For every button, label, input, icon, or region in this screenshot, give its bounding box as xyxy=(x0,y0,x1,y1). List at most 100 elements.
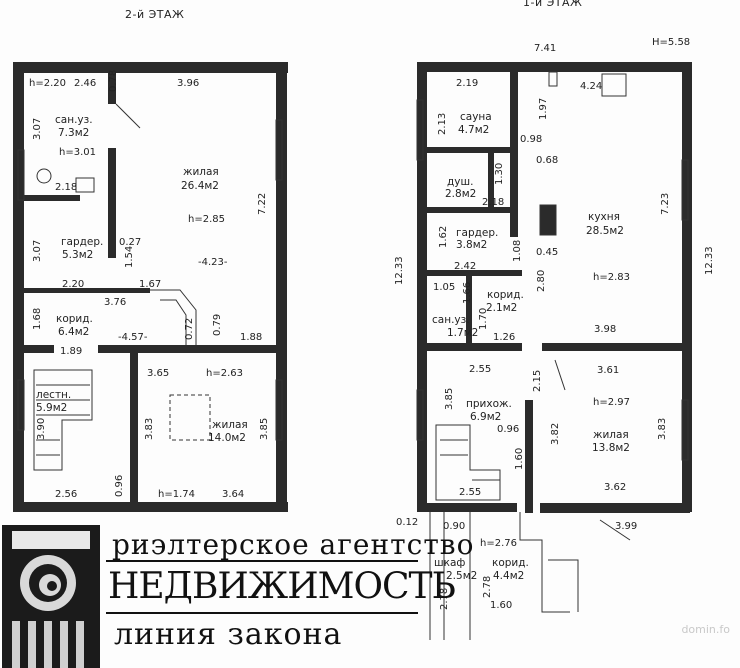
watermark: domin.fo xyxy=(681,623,730,636)
dim-label: 1.08 xyxy=(512,240,523,262)
dim-label: 1.62 xyxy=(438,226,449,248)
room-area: 2.8м2 xyxy=(445,188,476,200)
dim-label: H=5.58 xyxy=(652,37,690,48)
floor2-walls xyxy=(13,62,288,512)
dim-label: 0.96 xyxy=(114,475,125,497)
room-area: 4.4м2 xyxy=(493,570,524,582)
dim-label: 2.80 xyxy=(536,270,547,292)
dim-label: 0.90 xyxy=(443,521,465,532)
dim-label: 3.98 xyxy=(594,324,616,335)
room-name: корид. xyxy=(487,289,524,301)
dim-label: h=2.83 xyxy=(593,272,630,283)
room-area: 6.9м2 xyxy=(470,411,501,423)
floor1-labels: 1-й ЭТАЖ 7.41 H=5.58 2.19 4.24 1.97 2.13… xyxy=(394,0,715,611)
dim-label: 2.13 xyxy=(437,113,448,135)
room-name: душ. xyxy=(447,176,473,188)
dim-label: 2.18 xyxy=(482,197,504,208)
dim-label: 3.76 xyxy=(104,297,126,308)
dim-label: -4.23- xyxy=(198,257,228,268)
dim-label: 7.41 xyxy=(534,43,556,54)
room-name: сауна xyxy=(460,111,492,123)
room-name: лестн. xyxy=(36,389,71,401)
dim-label: 1.30 xyxy=(494,163,505,185)
dim-label: 3.65 xyxy=(147,368,169,379)
room-name: гардер. xyxy=(456,227,498,239)
dim-label: 3.83 xyxy=(657,418,668,440)
room-area: 13.8м2 xyxy=(592,442,630,454)
room-name: сан.уз. xyxy=(432,314,470,326)
dim-label: 4.24 xyxy=(580,81,602,92)
dim-label: 3.64 xyxy=(222,489,244,500)
dim-label: h=2.85 xyxy=(188,214,225,225)
dim-label: 3.85 xyxy=(444,388,455,410)
dim-label: 0.45 xyxy=(536,247,558,258)
dim-label: 12.33 xyxy=(394,256,405,285)
room-name: гардер. xyxy=(61,236,103,248)
dim-label: 2.56 xyxy=(55,489,77,500)
room-area: 5.3м2 xyxy=(62,249,93,261)
dim-label: 3.82 xyxy=(550,423,561,445)
dim-label: 3.07 xyxy=(32,240,43,262)
floor1-title: 1-й ЭТАЖ xyxy=(523,0,582,9)
room-name: корид. xyxy=(492,557,529,569)
dim-label: 1.54 xyxy=(124,246,135,268)
room-name: жилая xyxy=(593,429,629,441)
room-area: 6.4м2 xyxy=(58,326,89,338)
agency-logo xyxy=(2,525,100,668)
agency-slogan: линия закона xyxy=(114,617,343,652)
dim-label: 1.05 xyxy=(433,282,455,293)
dim-label: 1.60 xyxy=(514,448,525,470)
dim-label: 1.88 xyxy=(240,332,262,343)
room-area: 3.8м2 xyxy=(456,239,487,251)
dim-label: 3.83 xyxy=(144,418,155,440)
dim-label: 7.22 xyxy=(257,193,268,215)
dim-label: 2.46 xyxy=(74,78,96,89)
dim-label: 1.70 xyxy=(478,308,489,330)
logo-rule xyxy=(106,560,418,562)
dim-label: 0.96 xyxy=(497,424,519,435)
dim-label: 12.33 xyxy=(704,246,715,275)
room-area: 14.0м2 xyxy=(208,432,246,444)
room-name: кухня xyxy=(588,211,620,223)
dim-label: 2.55 xyxy=(469,364,491,375)
room-name: жилая xyxy=(212,419,248,431)
agency-tagline: риэлтерское агентство xyxy=(112,528,475,561)
dim-label: 2.18 xyxy=(55,182,77,193)
room-area: 26.4м2 xyxy=(181,180,219,192)
dim-label: 0.27 xyxy=(119,237,141,248)
agency-name: НЕДВИЖИМОСТЬ xyxy=(108,566,456,607)
dim-label: 2.42 xyxy=(454,261,476,272)
logo-rule xyxy=(106,612,418,614)
dim-label: 2.78 xyxy=(439,588,450,610)
dim-label: 7.23 xyxy=(660,193,671,215)
room-area: 4.7м2 xyxy=(458,124,489,136)
dim-label: 3.07 xyxy=(32,118,43,140)
dim-label: 3.62 xyxy=(604,482,626,493)
room-area: 5.9м2 xyxy=(36,402,67,414)
dim-label: 1.89 xyxy=(60,346,82,357)
room-name: сан.уз. xyxy=(55,114,93,126)
room-area: 28.5м2 xyxy=(586,225,624,237)
floor2-labels: 2-й ЭТАЖ h=2.20 2.46 0.78 3.96 3.07 сан.… xyxy=(29,8,270,500)
room-name: прихож. xyxy=(466,398,512,410)
dim-label: 1.26 xyxy=(493,332,515,343)
dim-label: 3.85 xyxy=(259,418,270,440)
dim-label: 3.99 xyxy=(615,521,637,532)
dim-label: 1.67 xyxy=(139,279,161,290)
dim-label: 0.68 xyxy=(536,155,558,166)
dim-label: h=2.76 xyxy=(480,538,517,549)
dim-label: 3.61 xyxy=(597,365,619,376)
dim-label: -4.57- xyxy=(118,332,148,343)
dim-label: 2.19 xyxy=(456,78,478,89)
dim-label: 1.97 xyxy=(538,98,549,120)
room-area: 2.5м2 xyxy=(446,570,477,582)
room-name: жилая xyxy=(183,166,219,178)
dim-label: 3.96 xyxy=(177,78,199,89)
dim-label: h=2.63 xyxy=(206,368,243,379)
dim-label: h=2.97 xyxy=(593,397,630,408)
dim-label: 0.12 xyxy=(396,517,418,528)
dim-label: 3.90 xyxy=(36,418,47,440)
room-area: 1.7м2 xyxy=(447,327,478,339)
dim-label: 2.20 xyxy=(62,279,84,290)
